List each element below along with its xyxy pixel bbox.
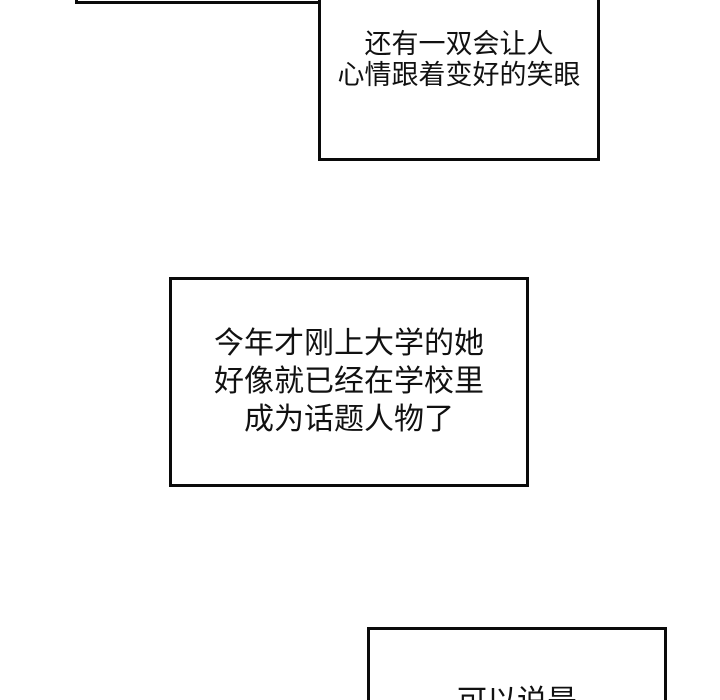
cutoff-panel-frame <box>75 0 321 4</box>
caption-bottom-line-1: 可以说是 <box>370 683 664 700</box>
caption-box-bottom: 可以说是 <box>367 627 667 700</box>
caption-box-top: 还有一双会让人 心情跟着变好的笑眼 <box>318 0 600 161</box>
caption-middle-line-1: 今年才刚上大学的她 <box>214 327 484 360</box>
caption-top-line-2: 心情跟着变好的笑眼 <box>337 59 581 90</box>
caption-middle-line-3: 成为话题人物了 <box>244 403 454 436</box>
caption-box-middle: 今年才刚上大学的她 好像就已经在学校里 成为话题人物了 <box>169 277 529 487</box>
caption-top-line-1: 还有一双会让人 <box>364 28 554 59</box>
caption-middle-line-2: 好像就已经在学校里 <box>214 365 484 398</box>
